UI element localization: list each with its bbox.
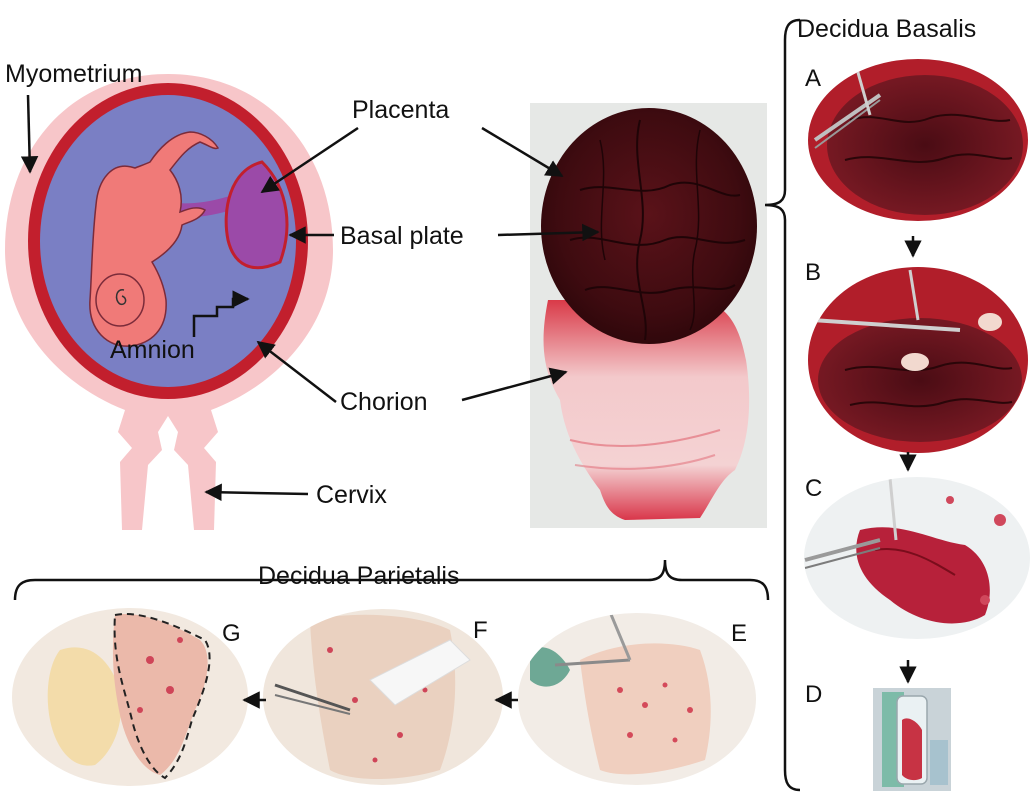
- cervix-arrow: [204, 483, 309, 502]
- panel-b-photo: [808, 267, 1028, 453]
- panel-label-a: A: [805, 65, 821, 92]
- membrane-tissue: [543, 300, 750, 520]
- placenta-arrow-right: [481, 126, 564, 178]
- panel-c-photo: [804, 477, 1030, 639]
- uterus-diagram: [5, 74, 333, 530]
- fetus-ear: [115, 289, 127, 306]
- panel-label-f: F: [473, 617, 488, 644]
- panel-e-photo: [518, 613, 756, 785]
- placenta-label: Placenta: [352, 96, 449, 124]
- panel-label-g: G: [222, 620, 241, 647]
- parietalis-bracket: [13, 559, 770, 601]
- basal-plate-arrow-right: [497, 223, 600, 242]
- chorion-arrow-left: [256, 340, 337, 403]
- myometrium-arrow: [20, 94, 39, 174]
- basalis-bracket: [764, 18, 801, 792]
- decidua-basalis-title: Decidua Basalis: [797, 15, 976, 43]
- myometrium-label: Myometrium: [5, 60, 143, 88]
- placenta-arrow-left: [260, 126, 359, 194]
- panel-label-c: C: [805, 475, 822, 502]
- amnion-pointer: [192, 290, 250, 337]
- cervix-label: Cervix: [316, 481, 387, 509]
- panel-a-photo: [808, 59, 1028, 221]
- fetus-illustration: [89, 131, 220, 347]
- panel-d-photo: [873, 688, 951, 791]
- placenta-photo: [530, 103, 767, 528]
- amnion-label: Amnion: [110, 336, 195, 364]
- panel-label-e: E: [731, 620, 747, 647]
- decidua-parietalis-title: Decidua Parietalis: [258, 562, 460, 590]
- basal-plate-label: Basal plate: [340, 222, 464, 250]
- panel-f-photo: [263, 609, 503, 785]
- panel-label-d: D: [805, 681, 822, 708]
- pointer-arrows: [20, 94, 922, 709]
- panel-label-b: B: [805, 259, 821, 286]
- panel-g-photo: [12, 608, 248, 786]
- chorion-label: Chorion: [340, 388, 428, 416]
- chorion-arrow-right: [461, 367, 568, 402]
- placenta-disc: [541, 108, 757, 344]
